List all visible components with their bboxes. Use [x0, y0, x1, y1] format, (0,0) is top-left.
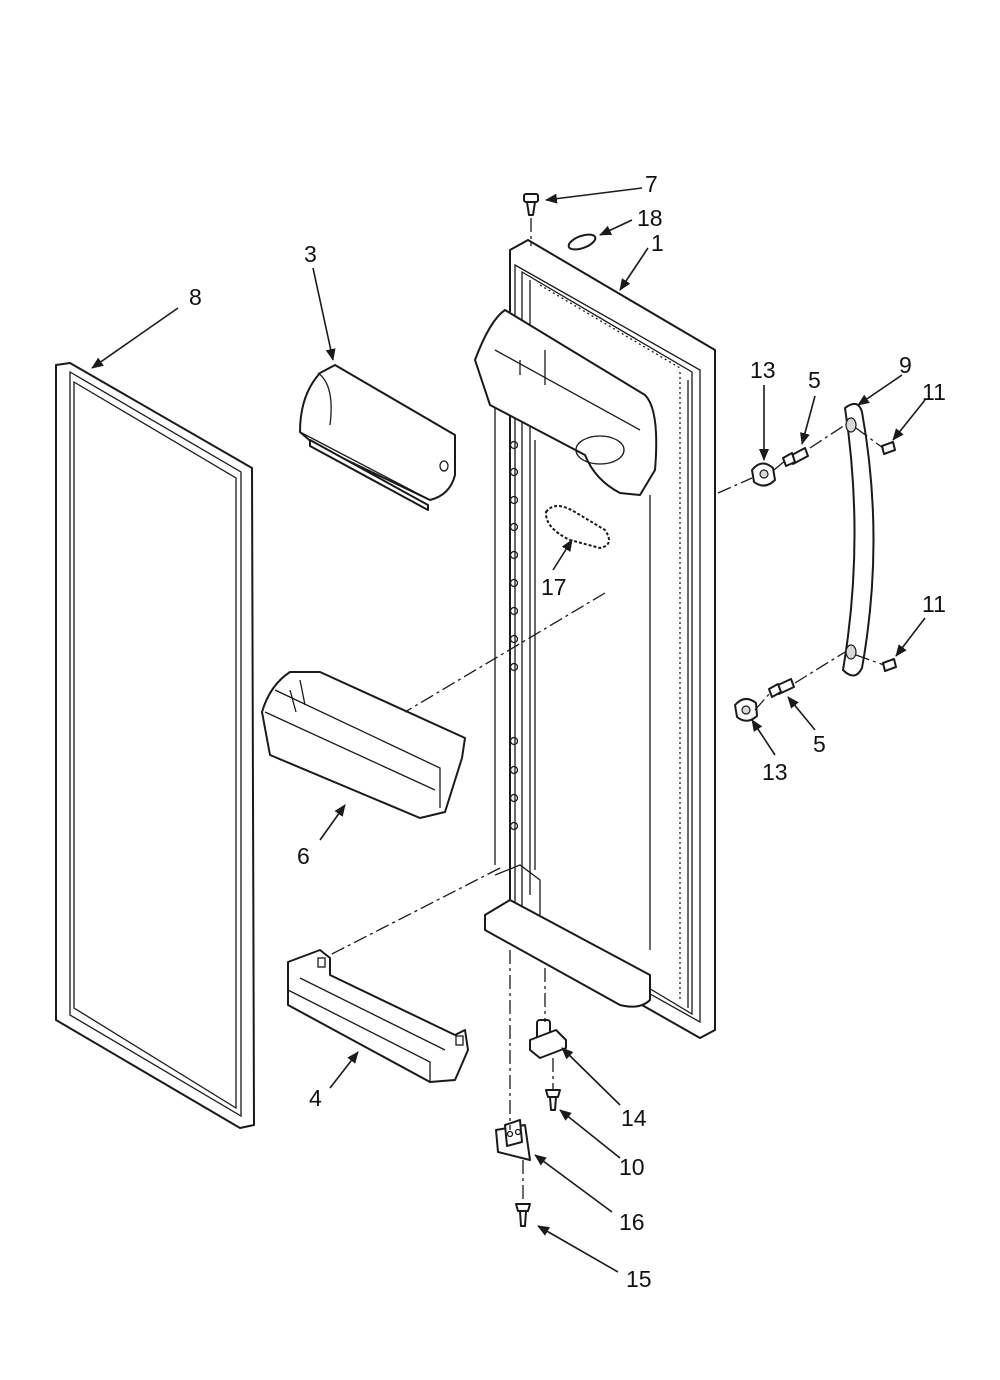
- callout-17: 17: [541, 574, 567, 600]
- callout-16: 16: [619, 1209, 645, 1235]
- set-screw-upper: [881, 441, 896, 455]
- door-bin: [261, 671, 466, 819]
- callout-13-lower: 13: [762, 759, 788, 785]
- hinge: [495, 1119, 531, 1161]
- callout-14: 14: [621, 1105, 647, 1131]
- hinge-mount-screw: [515, 1203, 531, 1227]
- dairy-door: [299, 364, 456, 511]
- callout-10: 10: [619, 1154, 645, 1180]
- part-17-cover: [544, 505, 610, 549]
- shelf-pin-holes: [509, 440, 519, 831]
- callout-18: 18: [637, 205, 663, 231]
- callout-11-lower: 11: [922, 591, 946, 617]
- assembly-lines: [329, 424, 885, 1204]
- callout-3: 3: [304, 241, 317, 267]
- door-handle: [842, 402, 875, 677]
- callout-7: 7: [645, 171, 658, 197]
- handle-spacer-lower: [734, 698, 758, 722]
- lower-door-bin: [287, 949, 469, 1083]
- callout-15: 15: [626, 1266, 652, 1292]
- callout-5-lower: 5: [813, 731, 826, 757]
- callout-4: 4: [309, 1085, 322, 1111]
- callout-11-upper: 11: [922, 379, 946, 405]
- callout-13-upper: 13: [750, 357, 776, 383]
- callout-1: 1: [651, 230, 664, 256]
- callout-labels: 7 18 1 3 8 13 5 9 11 11 17 5 13 6 4 14 1…: [189, 171, 946, 1292]
- hinge-pin: [523, 193, 539, 246]
- handle-screw-lower: [768, 678, 795, 698]
- set-screw-lower: [882, 658, 897, 672]
- door-gasket: [55, 362, 255, 1129]
- callout-5-upper: 5: [808, 367, 821, 393]
- leader-arrows: [91, 187, 926, 1273]
- callout-8: 8: [189, 284, 202, 310]
- handle-spacer-upper: [751, 462, 776, 487]
- door-liner: [474, 239, 716, 1039]
- callout-6: 6: [297, 843, 310, 869]
- callout-9: 9: [899, 352, 912, 378]
- handle-screw-upper: [782, 447, 809, 467]
- lower-hinge-bracket: [529, 1019, 567, 1059]
- o-ring: [567, 233, 597, 251]
- hinge-screw: [545, 1089, 561, 1111]
